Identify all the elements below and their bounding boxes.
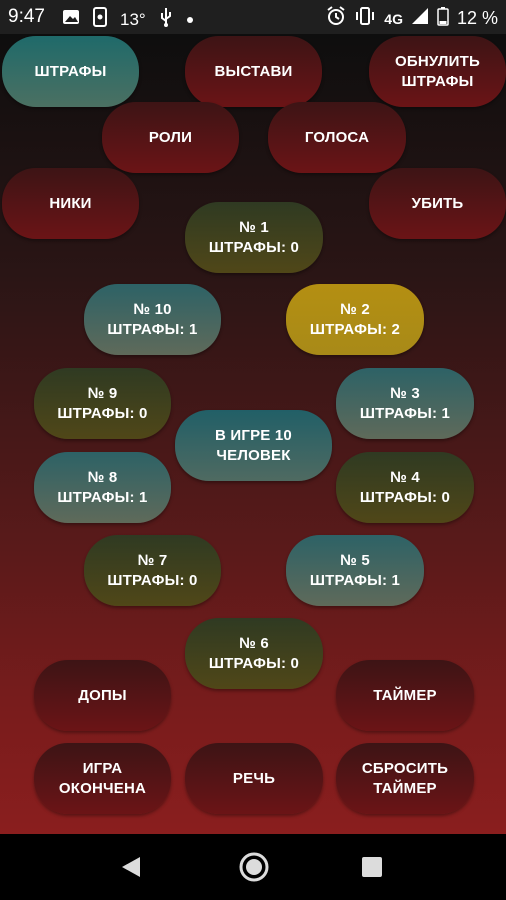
player-fines: ШТРАФЫ: 1 — [309, 571, 401, 589]
player-number: № 2 — [340, 300, 370, 318]
player-number: № 6 — [239, 634, 269, 652]
reset-fines-button[interactable]: ОБНУЛИТЬ ШТРАФЫ — [369, 36, 506, 107]
player-number: № 10 — [133, 300, 172, 318]
timer-button[interactable]: ТАЙМЕР — [336, 660, 474, 731]
player-number: № 5 — [340, 551, 370, 569]
nominate-button[interactable]: ВЫСТАВИ — [185, 36, 322, 107]
game-over-button[interactable]: ИГРА ОКОНЧЕНА — [34, 743, 171, 814]
vibrate-icon — [354, 6, 376, 31]
back-icon[interactable] — [120, 856, 142, 883]
dot-icon — [186, 11, 194, 29]
player-fines: ШТРАФЫ: 0 — [107, 571, 198, 589]
player-number: № 3 — [390, 384, 420, 402]
phone-settings-icon — [92, 7, 108, 32]
roles-button[interactable]: РОЛИ — [102, 102, 239, 173]
player-number: № 7 — [137, 551, 168, 569]
kill-button[interactable]: УБИТЬ — [369, 168, 506, 239]
player-fines: ШТРАФЫ: 0 — [359, 488, 451, 506]
speech-button[interactable]: РЕЧЬ — [185, 743, 323, 814]
status-time: 9:47 — [8, 6, 45, 27]
extras-button[interactable]: ДОПЫ — [34, 660, 171, 731]
network-label: 4G — [384, 10, 403, 27]
fines-button[interactable]: ШТРАФЫ — [2, 36, 139, 107]
battery-icon — [437, 6, 449, 31]
player-fines: ШТРАФЫ: 1 — [107, 320, 198, 338]
alarm-icon — [326, 6, 346, 31]
player-3-button[interactable]: № 3 ШТРАФЫ: 1 — [336, 368, 474, 439]
player-8-button[interactable]: № 8 ШТРАФЫ: 1 — [34, 452, 171, 523]
player-9-button[interactable]: № 9 ШТРАФЫ: 0 — [34, 368, 171, 439]
player-2-button[interactable]: № 2 ШТРАФЫ: 2 — [286, 284, 424, 355]
player-fines: ШТРАФЫ: 1 — [359, 404, 451, 422]
player-5-button[interactable]: № 5 ШТРАФЫ: 1 — [286, 535, 424, 606]
status-icons-right: 4G 12 % — [326, 6, 498, 31]
status-icons-left: 13° — [62, 7, 194, 32]
game-board: ШТРАФЫ ВЫСТАВИ ОБНУЛИТЬ ШТРАФЫ РОЛИ ГОЛО… — [0, 34, 506, 834]
image-icon — [62, 9, 80, 30]
player-fines: ШТРАФЫ: 2 — [309, 320, 401, 338]
player-number: № 4 — [390, 468, 420, 486]
player-number: № 8 — [87, 468, 118, 486]
status-bar: 9:47 13° 4G 12 % — [0, 0, 506, 34]
reset-timer-button[interactable]: СБРОСИТЬ ТАЙМЕР — [336, 743, 474, 814]
temperature-label: 13° — [120, 9, 146, 29]
signal-icon — [411, 7, 429, 30]
player-4-button[interactable]: № 4 ШТРАФЫ: 0 — [336, 452, 474, 523]
votes-button[interactable]: ГОЛОСА — [268, 102, 406, 173]
player-number: № 1 — [239, 218, 269, 236]
player-fines: ШТРАФЫ: 0 — [57, 404, 148, 422]
nicks-button[interactable]: НИКИ — [2, 168, 139, 239]
players-in-game-indicator: В ИГРЕ 10 ЧЕЛОВЕК — [175, 410, 332, 481]
usb-icon — [158, 7, 174, 32]
recent-apps-icon[interactable] — [362, 857, 382, 877]
player-fines: ШТРАФЫ: 0 — [208, 238, 300, 256]
battery-percent: 12 % — [456, 8, 498, 28]
home-icon[interactable] — [238, 851, 270, 888]
player-1-button[interactable]: № 1 ШТРАФЫ: 0 — [185, 202, 323, 273]
player-fines: ШТРАФЫ: 1 — [57, 488, 148, 506]
player-10-button[interactable]: № 10 ШТРАФЫ: 1 — [84, 284, 221, 355]
player-number: № 9 — [87, 384, 118, 402]
player-fines: ШТРАФЫ: 0 — [208, 654, 300, 672]
player-7-button[interactable]: № 7 ШТРАФЫ: 0 — [84, 535, 221, 606]
navigation-bar — [0, 834, 506, 900]
player-6-button[interactable]: № 6 ШТРАФЫ: 0 — [185, 618, 323, 689]
